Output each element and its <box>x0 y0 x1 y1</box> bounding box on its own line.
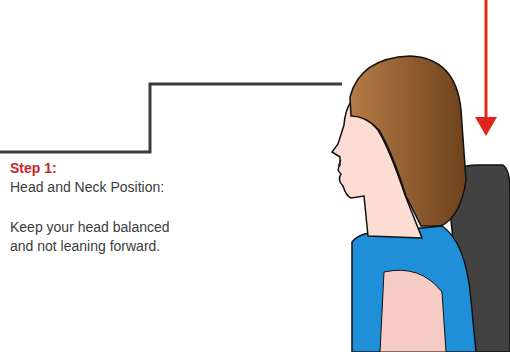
instruction-note: Keep your head balanced and not leaning … <box>10 218 182 256</box>
mouth-line <box>338 160 341 166</box>
leader-line <box>0 84 342 152</box>
step-heading: Step 1: <box>10 159 230 178</box>
section-title: Head and Neck Position: <box>10 178 230 197</box>
arm <box>380 270 446 352</box>
blue-shirt <box>352 226 476 352</box>
arrow-head <box>475 117 497 136</box>
down-arrow <box>485 0 488 120</box>
hair <box>350 56 466 226</box>
